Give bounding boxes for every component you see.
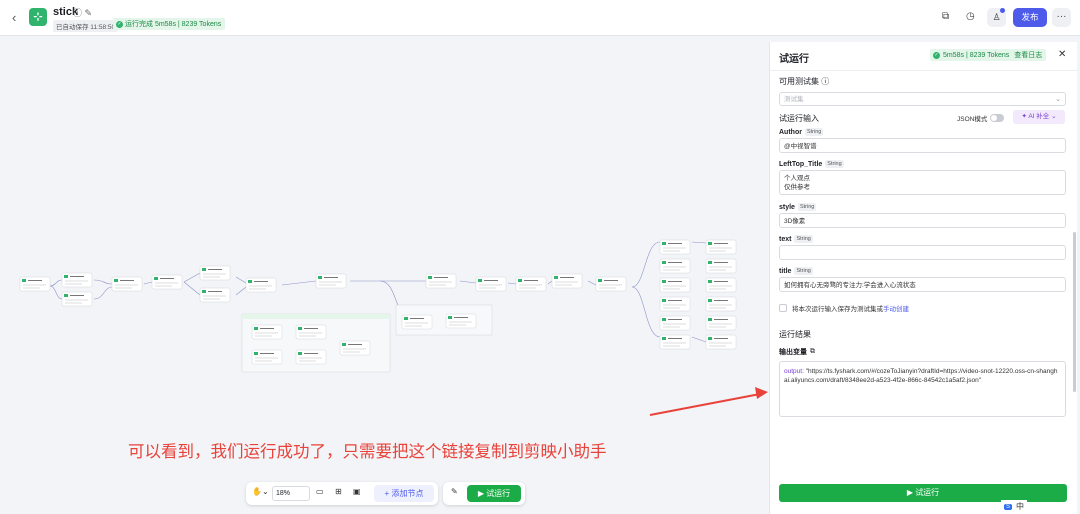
layout-icon[interactable]: ⊞ bbox=[335, 487, 342, 496]
output-result: output: "https://ts.fyshark.com/#/cozeTo… bbox=[779, 361, 1066, 417]
top-bar: ‹ ⊹ stick ⓘ ✎ 已自动保存 11:58:50 ✓ 运行完成 5m58… bbox=[0, 0, 1080, 36]
test-set-select[interactable]: 测试集 ⌄ bbox=[779, 92, 1066, 106]
workflow-canvas[interactable]: 可以看到，我们运行成功了，只需要把这个链接复制到剪映小助手 bbox=[0, 37, 768, 514]
toggle-switch[interactable] bbox=[990, 114, 1005, 122]
output-key: output bbox=[784, 368, 803, 375]
back-icon[interactable]: ‹ bbox=[12, 10, 17, 25]
panel-title: 试运行 bbox=[779, 54, 809, 65]
app-logo-icon: ⊹ bbox=[29, 8, 47, 26]
lefttop-title-input[interactable]: 个人观点 仅供参考 bbox=[779, 170, 1066, 195]
copy-icon[interactable]: ⧉ bbox=[810, 348, 815, 355]
run-status-badge: ✓ 运行完成 5m58s | 8239 Tokens bbox=[113, 18, 226, 30]
panel-status-text: 5m58s | 8239 Tokens bbox=[943, 51, 1010, 59]
user-icon: ♙ bbox=[992, 12, 1001, 22]
style-input[interactable]: 3D像素 bbox=[779, 213, 1066, 228]
save-as-test-set-row: 将本次运行输入保存为测试集或手动创建 bbox=[779, 303, 909, 313]
publish-button[interactable]: 发布 bbox=[1013, 8, 1047, 27]
view-log-link[interactable]: 查看日志 bbox=[1014, 52, 1043, 59]
debug-icon[interactable]: ✎ bbox=[451, 487, 458, 496]
history-icon[interactable]: ◷ bbox=[966, 11, 975, 22]
zoom-select[interactable]: 18% bbox=[272, 486, 310, 501]
chevron-down-icon: ⌄ bbox=[1055, 96, 1061, 103]
collaborators-button[interactable]: ♙ bbox=[987, 8, 1006, 27]
ai-fill-button[interactable]: ✦ AI 补全 ⌄ bbox=[1013, 110, 1065, 124]
test-set-label: 可用测试集 ⓘ bbox=[779, 77, 830, 86]
run-toolbar: ✎ ▶ 试运行 bbox=[443, 482, 525, 505]
ime-badge: S bbox=[1004, 503, 1013, 510]
info-edit-icon[interactable]: ⓘ ✎ bbox=[73, 8, 93, 18]
annotation-text: 可以看到，我们运行成功了，只需要把这个链接复制到剪映小助手 bbox=[128, 443, 607, 461]
add-node-button[interactable]: + 添加节点 bbox=[374, 485, 434, 502]
notification-dot bbox=[1000, 8, 1005, 13]
json-mode-toggle[interactable]: JSON模式 bbox=[957, 113, 1005, 123]
minimap-icon[interactable]: ▣ bbox=[353, 487, 361, 496]
more-button[interactable]: ··· bbox=[1052, 8, 1071, 27]
ime-mode: 中 bbox=[1016, 502, 1025, 511]
canvas-toolbar: ✋⌄ 18% ▭ ⊞ ▣ + 添加节点 bbox=[246, 482, 438, 505]
output-var-label: 输出变量⧉ bbox=[779, 348, 815, 356]
text-input[interactable] bbox=[779, 245, 1066, 260]
test-run-button-canvas[interactable]: ▶ 试运行 bbox=[467, 485, 521, 502]
check-icon: ✓ bbox=[116, 20, 123, 28]
title-input[interactable]: 如何拥有心无旁骛的专注力:学会进入心流状态 bbox=[779, 277, 1066, 292]
panel-run-status: ✓ 5m58s | 8239 Tokens 查看日志 bbox=[930, 49, 1047, 61]
input-section-title: 试运行输入 bbox=[779, 114, 819, 123]
annotation-arrows bbox=[649, 387, 768, 416]
manual-create-link[interactable]: 手动创建 bbox=[883, 306, 909, 313]
output-value[interactable]: : "https://ts.fyshark.com/#/cozeToJianyi… bbox=[784, 368, 1058, 384]
divider bbox=[770, 70, 1078, 71]
autosave-status: 已自动保存 11:58:50 bbox=[53, 20, 119, 32]
pointer-mode-icon[interactable]: ✋⌄ bbox=[252, 487, 269, 496]
ime-indicator[interactable]: S 中 bbox=[1001, 500, 1028, 513]
comment-icon[interactable]: ▭ bbox=[316, 487, 324, 496]
result-section-title: 运行结果 bbox=[779, 330, 811, 339]
test-run-panel: 试运行 ✓ 5m58s | 8239 Tokens 查看日志 ✕ 可用测试集 ⓘ… bbox=[769, 42, 1078, 514]
save-checkbox[interactable] bbox=[779, 304, 787, 312]
run-status-text: 运行完成 5m58s | 8239 Tokens bbox=[125, 21, 222, 28]
author-input[interactable]: @中视智谱 bbox=[779, 138, 1066, 153]
app-name: stick bbox=[53, 6, 79, 18]
copy-icon[interactable]: ⧉ bbox=[942, 11, 950, 22]
panel-scrollbar[interactable] bbox=[1073, 232, 1076, 392]
test-run-button[interactable]: ▶ 试运行 bbox=[779, 484, 1067, 502]
check-icon: ✓ bbox=[933, 51, 940, 59]
workflow-graph bbox=[19, 239, 737, 373]
close-icon[interactable]: ✕ bbox=[1058, 49, 1067, 60]
